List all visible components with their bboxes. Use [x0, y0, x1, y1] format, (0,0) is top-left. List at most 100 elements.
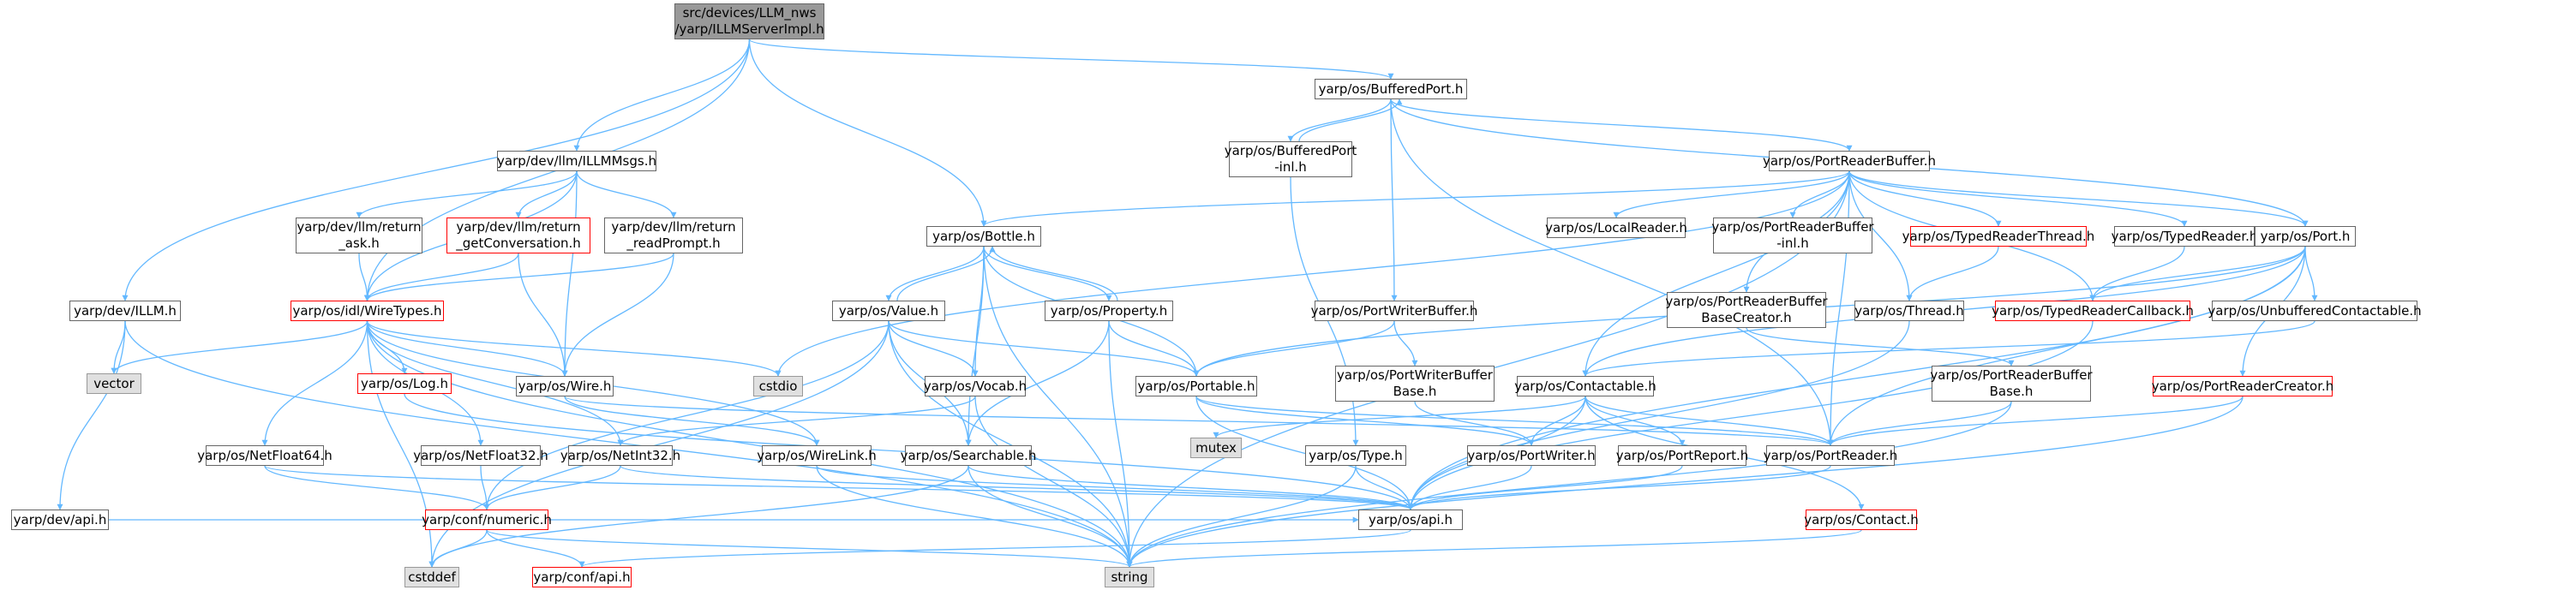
node-nf64[interactable]: yarp/os/NetFloat64.h [197, 445, 332, 466]
node-localreader[interactable]: yarp/os/LocalReader.h [1545, 218, 1687, 238]
node-searchable[interactable]: yarp/os/Searchable.h [901, 445, 1036, 466]
edge-illm-to-string [124, 320, 1133, 568]
node-trcb[interactable]: yarp/os/TypedReaderCallback.h [1992, 301, 2194, 321]
node-property[interactable]: yarp/os/Property.h [1045, 301, 1173, 321]
node-vector: vector [87, 373, 141, 394]
node-label: yarp/os/Contactable.h [1514, 378, 1656, 394]
node-wiretypes[interactable]: yarp/os/idl/WireTypes.h [291, 301, 444, 321]
node-label: yarp/dev/api.h [13, 511, 107, 527]
node-vocab[interactable]: yarp/os/Vocab.h [924, 376, 1027, 396]
node-confapi[interactable]: yarp/conf/api.h [532, 567, 632, 587]
edge-ni32-to-osapi [620, 465, 1414, 510]
node-label: yarp/os/Log.h [361, 375, 448, 391]
edge-type-to-osapi [1355, 465, 1414, 510]
edge-prb-to-typedreaderthread [1848, 170, 2002, 227]
node-contact[interactable]: yarp/os/Contact.h [1804, 510, 1919, 530]
node-value[interactable]: yarp/os/Value.h [832, 301, 945, 321]
node-devapi[interactable]: yarp/dev/api.h [11, 510, 109, 530]
node-bottle[interactable]: yarp/os/Bottle.h [926, 226, 1041, 247]
node-pwb[interactable]: yarp/os/PortWriterBuffer.h [1311, 301, 1477, 321]
node-label: yarp/dev/llm/return [611, 219, 736, 235]
edge-osapi-to-confapi [578, 529, 1411, 568]
edge-ni32-to-numeric [483, 465, 621, 510]
edge-contactable-to-portwriter [1528, 396, 1586, 446]
edge-wire-to-portreader [564, 396, 1834, 446]
node-prc[interactable]: yarp/os/PortReaderCreator.h [2152, 376, 2333, 396]
node-portwriter[interactable]: yarp/os/PortWriter.h [1467, 445, 1596, 466]
edge-portable-to-portreader [1195, 396, 1834, 446]
node-label: yarp/os/NetFloat64.h [197, 447, 332, 463]
node-bufportinl[interactable]: yarp/os/BufferedPort-inl.h [1225, 141, 1357, 177]
edge-bufport-to-prb [1390, 98, 1853, 152]
node-label: vector [93, 375, 135, 391]
edge-port-to-osapi [1407, 246, 2306, 510]
edge-numeric-to-confapi [486, 529, 585, 568]
node-label: yarp/os/PortReaderBuffer [1711, 219, 1874, 235]
node-label: string [1111, 569, 1148, 585]
edge-property-to-string [1108, 320, 1133, 568]
node-type[interactable]: yarp/os/Type.h [1305, 445, 1406, 466]
node-port[interactable]: yarp/os/Port.h [2255, 226, 2356, 247]
edge-value-to-numeric [483, 320, 890, 510]
edge-port-to-unbuf [2304, 246, 2318, 301]
edge-unbuf-to-contactable [1582, 320, 2315, 377]
edge-prbb-to-portreader [1827, 401, 2012, 446]
node-label: yarp/os/NetFloat32.h [413, 447, 548, 463]
node-osapi[interactable]: yarp/os/api.h [1358, 510, 1463, 530]
edge-wiretypes-to-nf64 [261, 320, 368, 446]
node-prbinl[interactable]: yarp/os/PortReaderBuffer-inl.h [1711, 218, 1874, 253]
node-ask[interactable]: yarp/dev/llm/return_ask.h [296, 218, 422, 253]
node-numeric[interactable]: yarp/conf/numeric.h [422, 510, 552, 530]
node-thread[interactable]: yarp/os/Thread.h [1854, 301, 1964, 321]
node-label: yarp/dev/llm/return [456, 219, 581, 235]
edge-portable-to-portwriter [1195, 396, 1535, 446]
edge-contactable-to-portreader [1585, 396, 1834, 446]
node-label: Base.h [1989, 384, 2034, 399]
edge-bottle-to-string [983, 246, 1133, 568]
node-portreader[interactable]: yarp/os/PortReader.h [1764, 445, 1897, 466]
node-label: yarp/os/PortReaderBuffer.h [1762, 152, 1937, 169]
node-contactable[interactable]: yarp/os/Contactable.h [1514, 376, 1656, 396]
edge-illmmsgs-to-getconv [515, 170, 578, 218]
edge-port-to-trcb [2089, 246, 2306, 301]
node-wire[interactable]: yarp/os/Wire.h [516, 376, 614, 396]
node-typedreaderthread[interactable]: yarp/os/TypedReaderThread.h [1902, 226, 2094, 247]
node-label: yarp/os/BufferedPort.h [1318, 80, 1464, 97]
edge-contact-to-string [1126, 529, 1862, 568]
node-log[interactable]: yarp/os/Log.h [357, 373, 452, 394]
edge-wiretypes-to-ni32 [366, 320, 624, 446]
node-label: Base.h [1393, 384, 1437, 399]
node-illm[interactable]: yarp/dev/ILLM.h [69, 301, 181, 321]
edge-bottle-to-vocab [972, 246, 985, 377]
node-label: BaseCreator.h [1701, 310, 1792, 325]
node-portreport[interactable]: yarp/os/PortReport.h [1615, 445, 1749, 466]
node-bufport[interactable]: yarp/os/BufferedPort.h [1315, 79, 1467, 99]
edge-port-to-portreader [1827, 246, 2306, 446]
edge-value-to-portable [888, 320, 1200, 377]
node-prb[interactable]: yarp/os/PortReaderBuffer.h [1763, 151, 1936, 171]
node-illmmsgs[interactable]: yarp/dev/llm/ILLMMsgs.h [497, 151, 656, 171]
edge-contactable-to-portreport [1585, 396, 1686, 446]
edge-illmmsgs-to-wire [561, 170, 578, 377]
node-typedreader[interactable]: yarp/os/TypedReader.h [2112, 226, 2257, 247]
edge-property-to-portable [1108, 320, 1200, 377]
node-nf32[interactable]: yarp/os/NetFloat32.h [413, 445, 548, 466]
node-label: yarp/os/PortReport.h [1615, 447, 1749, 463]
edge-prc-to-portreader [1827, 396, 2244, 446]
node-mutex: mutex [1190, 438, 1242, 458]
edge-root-to-bufport [748, 39, 1394, 80]
node-unbuf[interactable]: yarp/os/UnbufferedContactable.h [2208, 301, 2422, 321]
node-portable[interactable]: yarp/os/Portable.h [1135, 376, 1257, 396]
edge-bufport-to-bufportinl [1287, 98, 1392, 142]
node-getconv[interactable]: yarp/dev/llm/return_getConversation.h [446, 218, 590, 253]
edge-portable-to-osapi [1195, 396, 1414, 510]
node-label: yarp/os/Property.h [1050, 302, 1168, 319]
node-label: yarp/os/PortReaderBuffer [1665, 294, 1828, 309]
node-label: yarp/os/Port.h [2260, 228, 2351, 244]
node-wirelink[interactable]: yarp/os/WireLink.h [757, 445, 877, 466]
node-readprompt[interactable]: yarp/dev/llm/return_readPrompt.h [604, 218, 743, 253]
node-ni32[interactable]: yarp/os/NetInt32.h [560, 445, 680, 466]
